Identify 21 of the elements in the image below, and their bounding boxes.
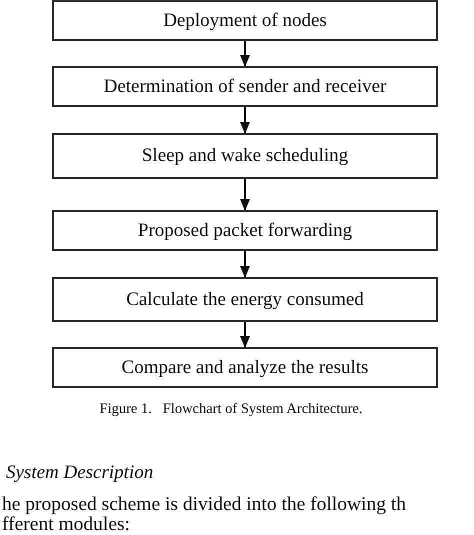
arrow	[240, 107, 250, 134]
step-text: Calculate the energy consumed	[126, 288, 364, 310]
arrow	[240, 322, 250, 348]
arrow	[240, 251, 250, 278]
body-text: he proposed scheme is divided into the following th	[2, 494, 406, 516]
process-box	[52, 66, 438, 107]
figure-caption: Figure 1. Flowchart of System Architecture.	[98, 401, 364, 418]
body-text: fferent modules:	[2, 514, 130, 535]
step-text: Proposed packet forwarding	[138, 220, 352, 242]
arrow	[240, 179, 250, 211]
step-text: Determination of sender and receiver	[104, 76, 386, 98]
section-heading: System Description	[6, 462, 154, 484]
step-text: Compare and analyze the results	[122, 356, 368, 378]
process-box	[52, 347, 438, 388]
step-text: Deployment of nodes	[163, 10, 327, 32]
step-text: Sleep and wake scheduling	[142, 145, 348, 167]
process-box	[52, 210, 438, 251]
process-box	[52, 133, 438, 179]
process-box	[52, 0, 438, 41]
process-box	[52, 277, 438, 322]
arrow	[240, 41, 250, 67]
